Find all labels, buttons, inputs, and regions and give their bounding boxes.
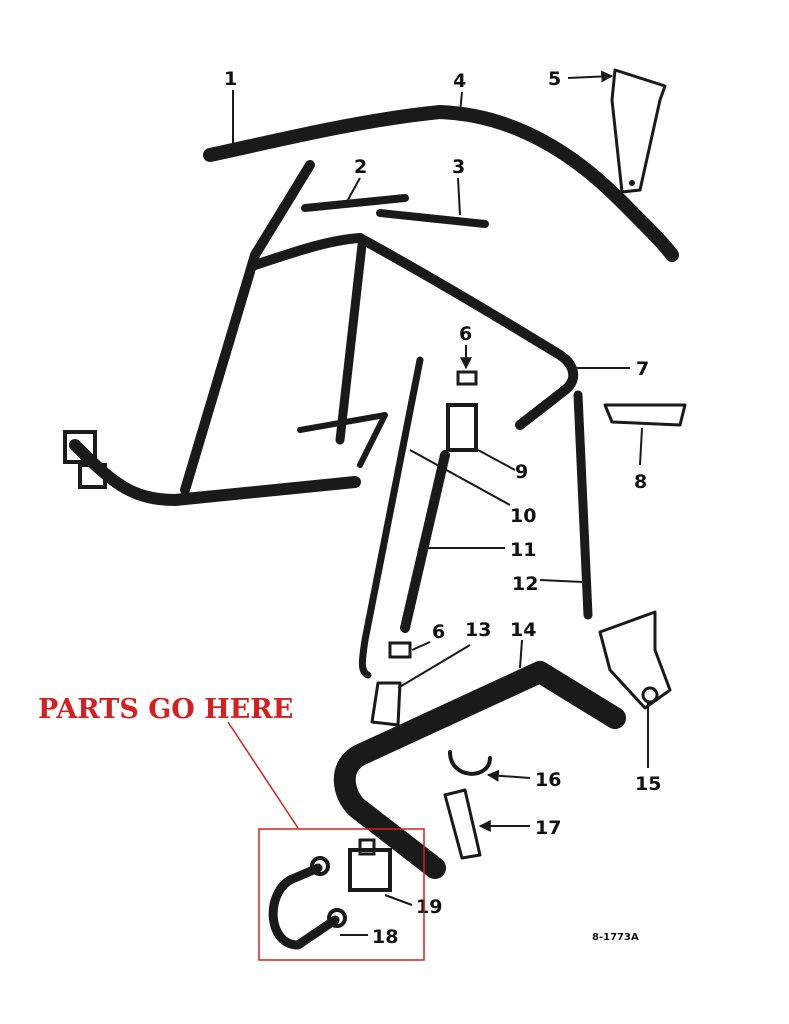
callout-14: 14	[510, 619, 536, 641]
callout-11: 11	[510, 539, 536, 561]
leader-lines	[232, 70, 649, 936]
drawing-number: 8-1773A	[592, 932, 639, 943]
part-11-threaded-rod	[400, 450, 450, 633]
callout-2: 2	[354, 156, 367, 178]
callout-3: 3	[452, 156, 465, 178]
part-6-nut	[456, 370, 478, 386]
callout-10: 10	[510, 505, 536, 527]
callout-18: 18	[372, 926, 398, 948]
part-19-clamp	[348, 838, 392, 892]
callout-5: 5	[548, 68, 561, 90]
parts-go-here-label: PARTS GO HERE	[38, 694, 293, 725]
part-1-brace	[203, 105, 679, 262]
callout-12: 12	[512, 573, 538, 595]
callout-6a: 6	[459, 323, 472, 345]
callout-9: 9	[515, 461, 528, 483]
callout-17: 17	[535, 817, 561, 839]
part-10-rod	[358, 356, 424, 679]
part-12-bar	[573, 390, 593, 620]
part-14-u-bar	[333, 661, 626, 879]
part-15-bracket	[598, 610, 672, 710]
red-annotation: PARTS GO HERE	[38, 694, 425, 961]
callout-1: 1	[224, 68, 237, 90]
part-8-plate	[603, 403, 687, 427]
callout-13: 13	[465, 619, 491, 641]
callout-16: 16	[535, 769, 561, 791]
callouts: 1 2 3 4 5 6 7 8 9 10 11 12 6 13 14 15 16…	[224, 68, 661, 948]
part-9-coupler	[446, 403, 478, 452]
callout-8: 8	[634, 471, 647, 493]
callout-4: 4	[453, 70, 466, 92]
part-13-bracket	[370, 681, 402, 727]
part-3-strap	[376, 209, 489, 228]
callout-19: 19	[416, 896, 442, 918]
main-frame	[63, 160, 579, 506]
callout-6b: 6	[432, 621, 445, 643]
part-18-u-bolt	[268, 856, 347, 950]
part-16-u-bolt	[448, 750, 492, 776]
annotation-highlight-box	[258, 828, 425, 961]
callout-15: 15	[635, 773, 661, 795]
annotation-leader	[227, 721, 299, 829]
part-17-plate	[443, 788, 482, 860]
part-6-nut-lower	[388, 641, 412, 659]
part-2-strap	[301, 194, 409, 212]
callout-7: 7	[636, 358, 649, 380]
part-5-bracket	[610, 68, 667, 194]
